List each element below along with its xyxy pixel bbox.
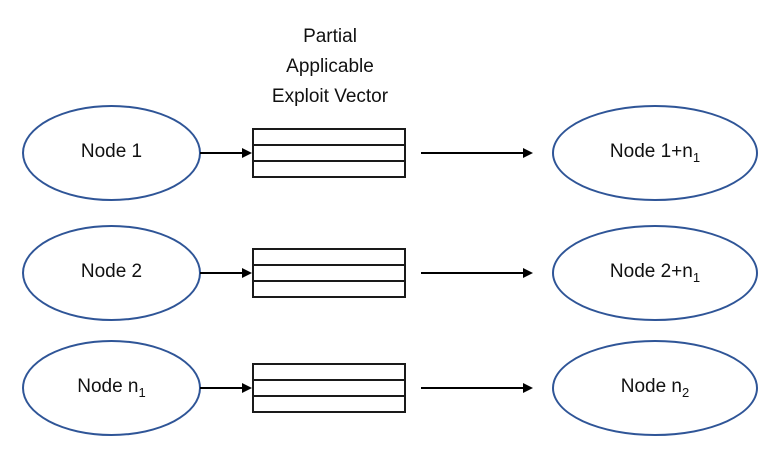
target-node-ellipse: Node n2 — [552, 340, 758, 436]
arrow-shaft — [200, 272, 245, 274]
arrow-right-icon — [242, 383, 252, 393]
vector-segment — [254, 365, 404, 379]
node-label: Node n2 — [620, 376, 690, 400]
source-node-ellipse: Node n1 — [22, 340, 201, 436]
vector-segment — [254, 130, 404, 144]
arrow-connector — [421, 382, 533, 394]
node-label: Node 2 — [80, 261, 143, 282]
exploit-vector-box — [252, 128, 406, 178]
arrow-shaft — [200, 152, 245, 154]
arrow-shaft — [421, 387, 526, 389]
arrow-right-icon — [523, 383, 533, 393]
vector-segment — [254, 395, 404, 411]
node-label-subscript: 1 — [138, 385, 146, 400]
vector-segment — [254, 280, 404, 296]
vector-segment — [254, 160, 404, 176]
node-label-subscript: 1 — [692, 150, 701, 165]
exploit-vector-box — [252, 363, 406, 413]
diagram-title: Partial Applicable Exploit Vector — [271, 26, 389, 107]
node-label: Node 2+n1 — [609, 261, 701, 285]
vector-segment — [254, 264, 404, 280]
arrow-right-icon — [523, 148, 533, 158]
arrow-connector — [421, 267, 533, 279]
arrow-right-icon — [523, 268, 533, 278]
arrow-connector — [200, 147, 252, 159]
arrow-connector — [200, 382, 252, 394]
vector-segment — [254, 144, 404, 160]
vector-segment — [254, 379, 404, 395]
arrow-connector — [200, 267, 252, 279]
source-node-ellipse: Node 2 — [22, 225, 201, 321]
vector-segment — [254, 250, 404, 264]
arrow-shaft — [200, 387, 245, 389]
target-node-ellipse: Node 2+n1 — [552, 225, 758, 321]
node-label: Node 1+n1 — [609, 141, 701, 165]
node-label: Node 1 — [80, 141, 143, 162]
arrow-right-icon — [242, 268, 252, 278]
source-node-ellipse: Node 1 — [22, 105, 201, 201]
arrow-connector — [421, 147, 533, 159]
arrow-shaft — [421, 272, 526, 274]
node-label-subscript: 1 — [692, 270, 701, 285]
node-label-subscript: 2 — [682, 385, 690, 400]
exploit-vector-box — [252, 248, 406, 298]
arrow-shaft — [421, 152, 526, 154]
node-label: Node n1 — [77, 376, 146, 400]
arrow-right-icon — [242, 148, 252, 158]
target-node-ellipse: Node 1+n1 — [552, 105, 758, 201]
